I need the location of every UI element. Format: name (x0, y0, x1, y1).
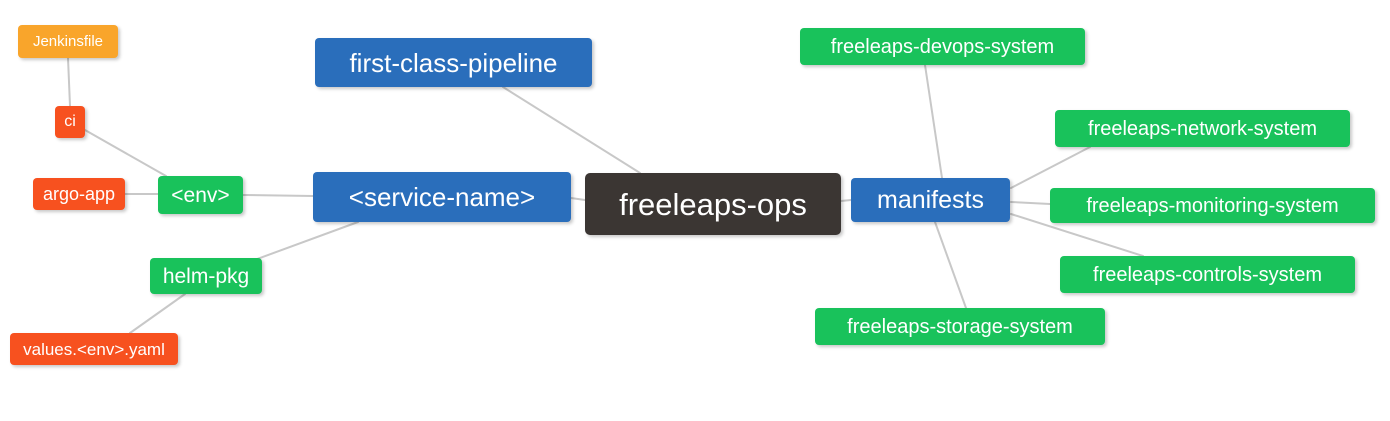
node-label: Jenkinsfile (32, 33, 104, 50)
mindmap-node-freeleaps-ops[interactable]: freeleaps-ops (585, 173, 841, 235)
node-label: first-class-pipeline (349, 47, 558, 78)
mindmap-node-env[interactable]: <env> (158, 176, 243, 214)
edge-helm-pkg-to-service-name (248, 221, 359, 263)
mindmap-node-freeleaps-storage-system[interactable]: freeleaps-storage-system (815, 308, 1105, 345)
edge-values-env-yaml-to-helm-pkg (129, 293, 186, 334)
edge-freeleaps-ops-to-manifests (840, 199, 852, 202)
edge-manifests-to-freeleaps-storage-system (934, 221, 967, 309)
node-label: freeleaps-storage-system (847, 315, 1073, 338)
node-label: argo-app (42, 184, 116, 204)
node-label: freeleaps-monitoring-system (1086, 194, 1339, 217)
mindmap-node-values-env-yaml[interactable]: values.<env>.yaml (10, 333, 178, 365)
mindmap-node-freeleaps-network-system[interactable]: freeleaps-network-system (1055, 110, 1350, 147)
mindmap-node-ci[interactable]: ci (55, 106, 85, 138)
node-label: values.<env>.yaml (23, 339, 165, 359)
node-label: <env> (171, 183, 230, 207)
edge-manifests-to-freeleaps-monitoring-system (1010, 201, 1051, 205)
mindmap-node-freeleaps-controls-system[interactable]: freeleaps-controls-system (1060, 256, 1355, 293)
mindmap-node-manifests[interactable]: manifests (851, 178, 1010, 222)
mindmap-node-Jenkinsfile[interactable]: Jenkinsfile (18, 25, 118, 58)
node-label: freeleaps-ops (619, 186, 807, 222)
mindmap-node-service-name[interactable]: <service-name> (313, 172, 571, 222)
edge-ci-to-env (84, 129, 167, 177)
edge-Jenkinsfile-to-ci (67, 57, 71, 107)
mindmap-node-helm-pkg[interactable]: helm-pkg (150, 258, 262, 294)
node-label: manifests (877, 185, 984, 214)
edge-service-name-to-freeleaps-ops (570, 197, 586, 201)
node-label: ci (64, 113, 76, 130)
edge-env-to-service-name (242, 194, 314, 197)
mindmap-node-freeleaps-monitoring-system[interactable]: freeleaps-monitoring-system (1050, 188, 1375, 223)
mindmap-node-freeleaps-devops-system[interactable]: freeleaps-devops-system (800, 28, 1085, 65)
mindmap-node-first-class-pipeline[interactable]: first-class-pipeline (315, 38, 592, 87)
node-label: helm-pkg (162, 264, 250, 288)
node-label: freeleaps-devops-system (830, 35, 1055, 58)
edge-manifests-to-freeleaps-network-system (1010, 146, 1091, 189)
node-label: freeleaps-controls-system (1093, 263, 1322, 286)
mindmap-node-argo-app[interactable]: argo-app (33, 178, 125, 210)
edge-first-class-pipeline-to-freeleaps-ops (502, 86, 641, 174)
node-label: freeleaps-network-system (1088, 117, 1317, 140)
edge-freeleaps-devops-system-to-manifests (924, 64, 943, 179)
node-label: <service-name> (348, 182, 536, 212)
